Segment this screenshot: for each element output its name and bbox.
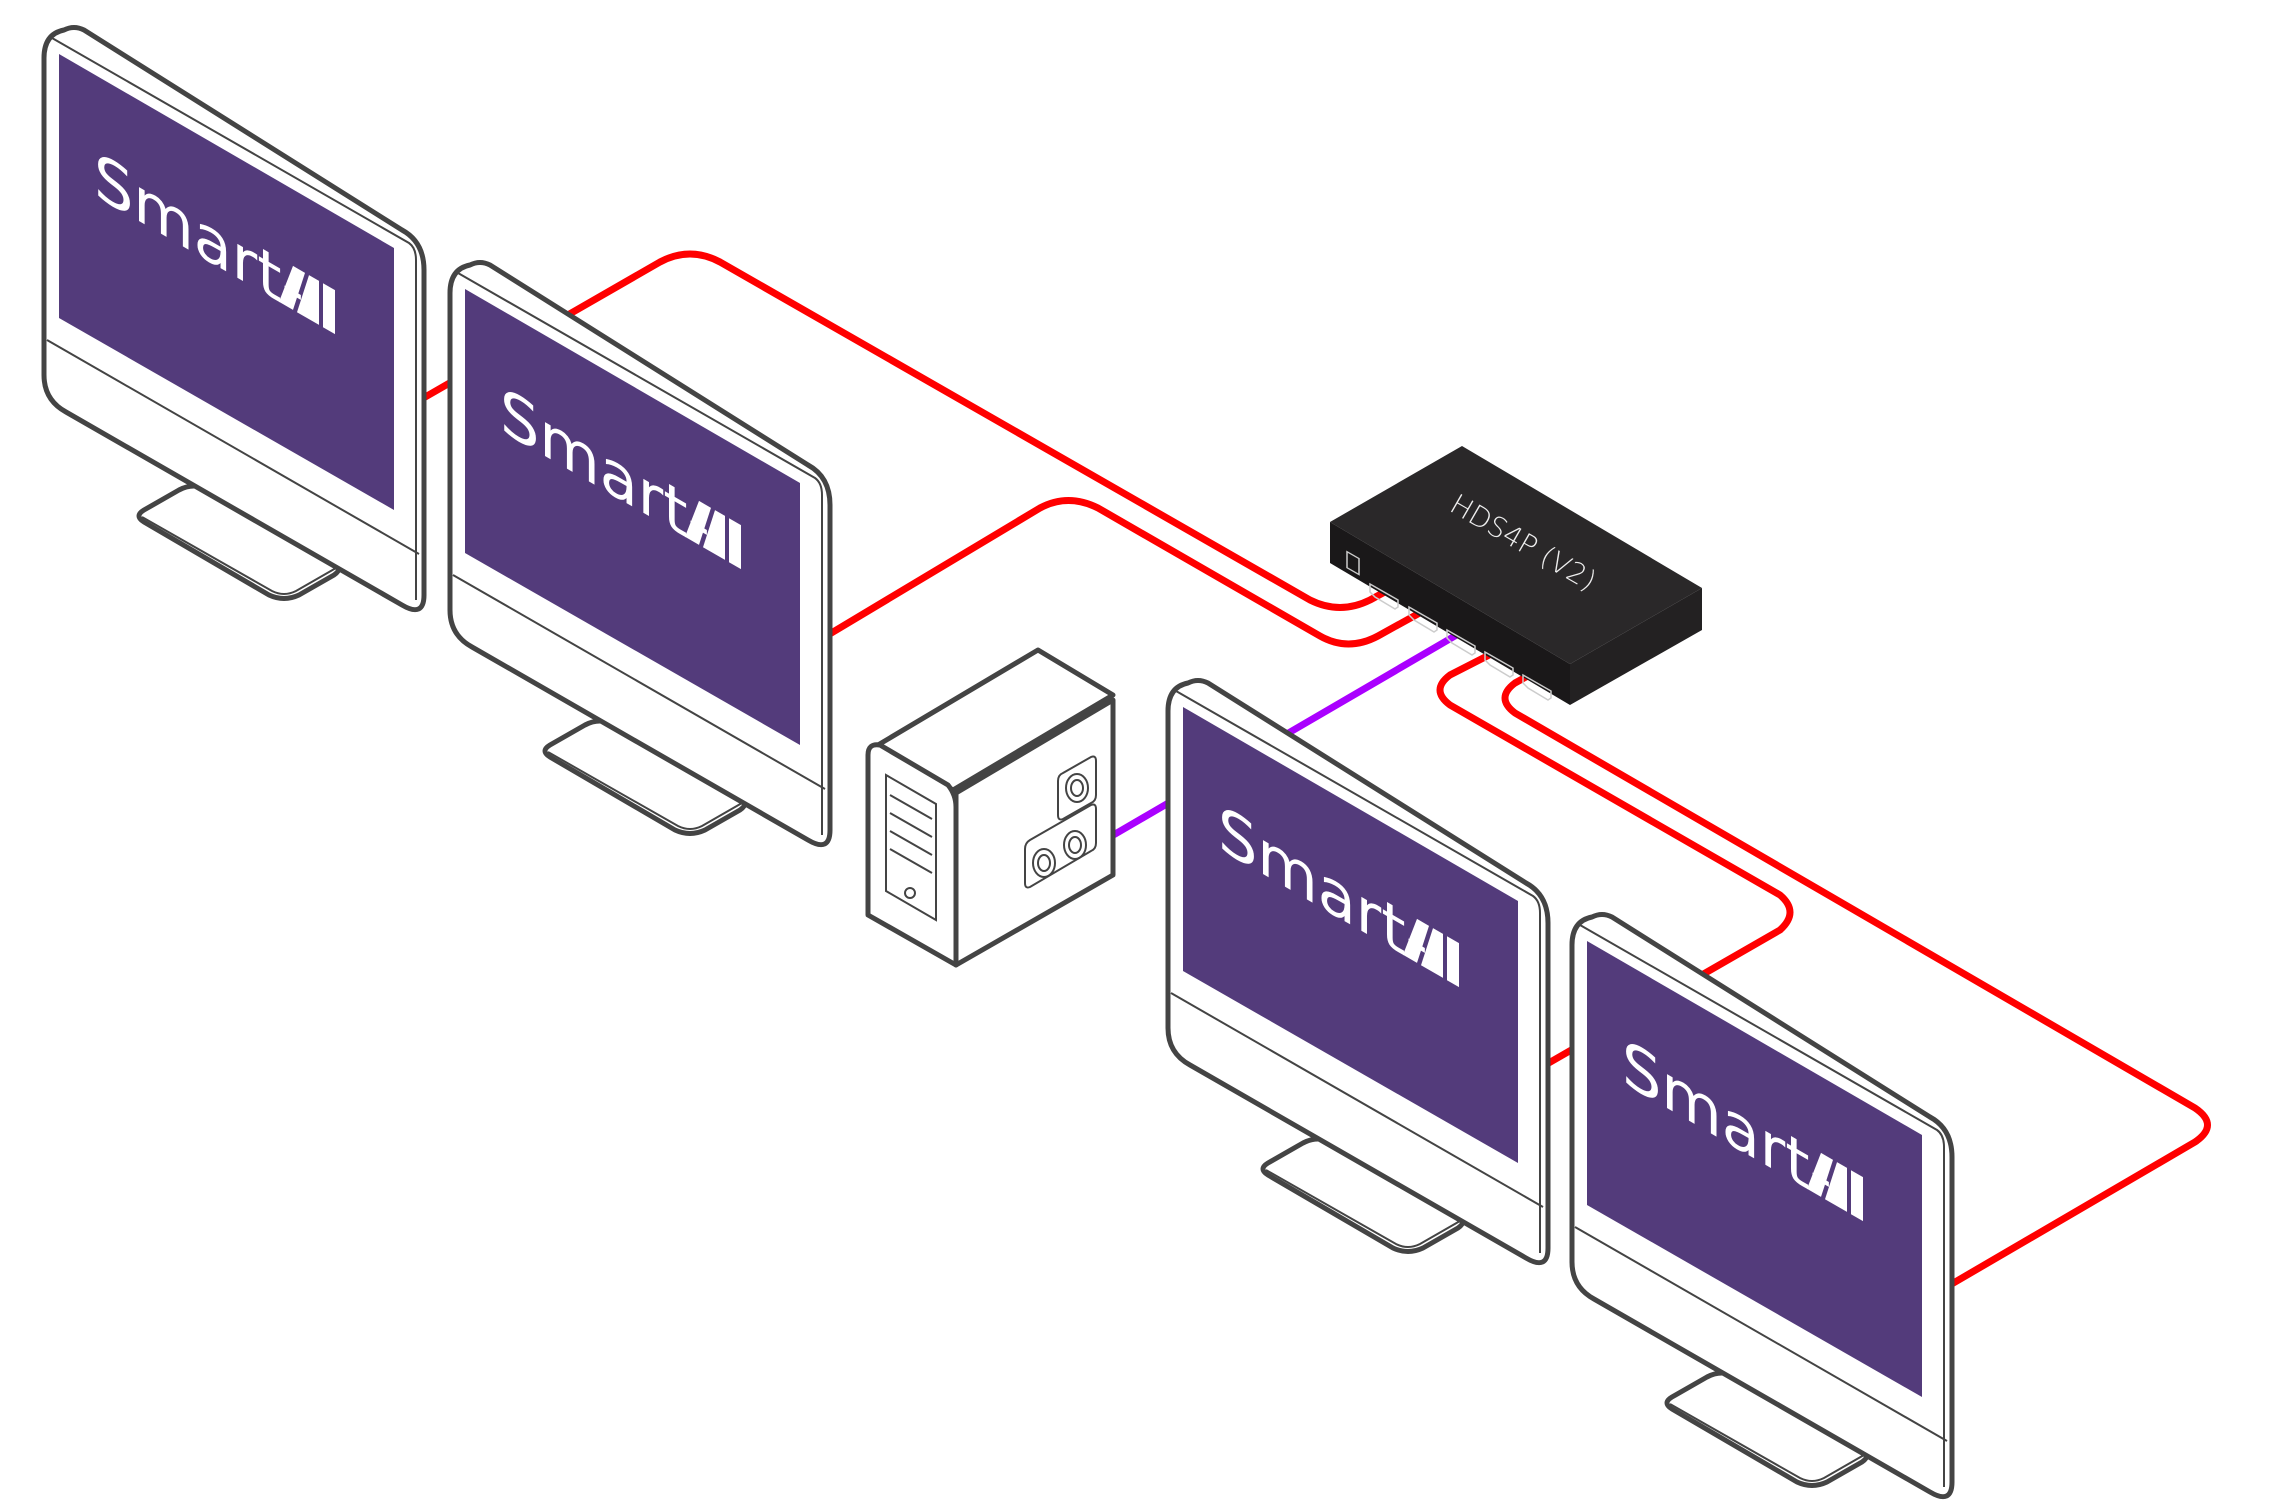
monitor-3: Smart- (1168, 681, 1548, 1263)
cable-monitor-3 (1436, 648, 1794, 1072)
hdmi-port-icon (1369, 582, 1399, 610)
monitor-4: Smart- (1572, 915, 1952, 1497)
hdmi-port-icon (1484, 650, 1514, 678)
fan-vent-icon (1024, 803, 1097, 889)
avi-logo-icon (685, 500, 741, 570)
avi-logo-icon (1403, 918, 1459, 988)
monitor-screen (1587, 941, 1922, 1397)
hdmi-port-icon (1522, 673, 1552, 701)
cable-monitor-1 (416, 250, 1396, 611)
monitor-screen (465, 289, 800, 745)
monitor-1: Smart- (44, 28, 424, 610)
avi-logo-icon (279, 265, 335, 335)
monitor-screen (59, 54, 394, 510)
power-port-icon (1346, 550, 1360, 576)
monitor-2: Smart- (450, 263, 830, 845)
fan-vent-icon (1057, 755, 1097, 821)
splitter-device: HDS4P (V2) (1330, 446, 1702, 705)
hdmi-port-icon (1408, 605, 1438, 633)
monitor-screen (1183, 707, 1518, 1163)
cable-monitor-2 (824, 497, 1429, 648)
power-button-icon (904, 887, 916, 899)
avi-logo-icon (1807, 1152, 1863, 1222)
computer-tower (865, 647, 1116, 968)
cable-monitor-4 (1501, 668, 2211, 1289)
hdmi-port-icon (1446, 628, 1476, 656)
